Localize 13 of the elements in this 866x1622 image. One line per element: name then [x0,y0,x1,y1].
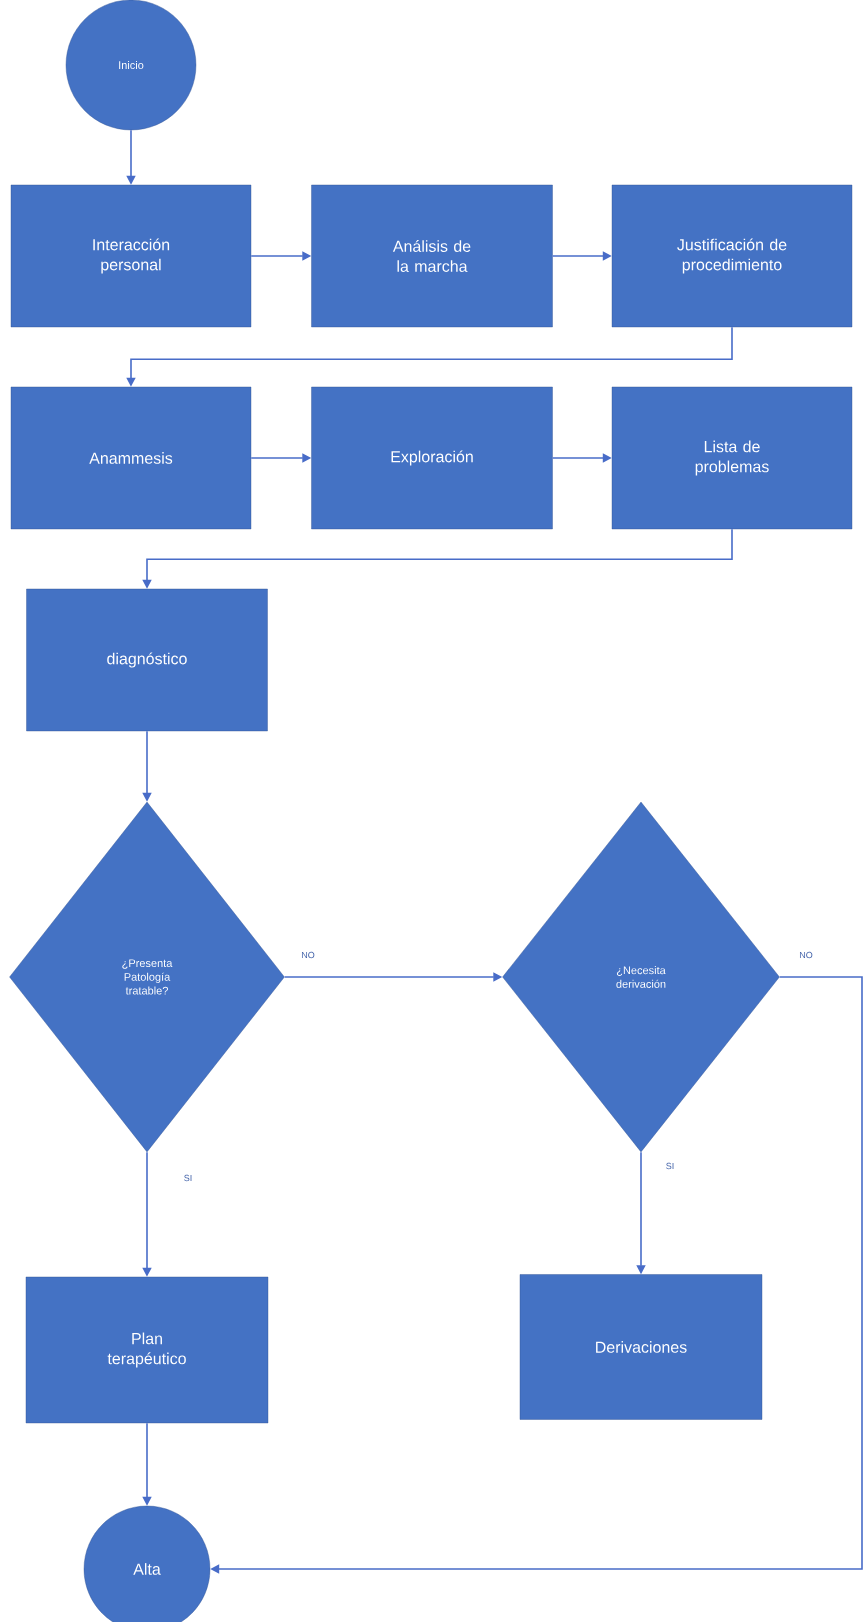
process-box: Análisis de la marcha [311,184,553,328]
edge-label: SI [182,1173,194,1183]
process-box: Interacción personal [10,184,252,328]
process-box: Anammesis [10,386,252,530]
process-box: Justificación de procedimiento [611,184,853,328]
edge-label: SI [664,1161,676,1171]
edge-label: NO [300,950,316,960]
process-box: Exploración [311,386,553,530]
process-box: Lista de problemas [611,386,853,530]
process-box: Plan terapéutico [25,1276,269,1424]
process-box: Derivaciones [519,1274,763,1420]
process-box: diagnóstico [26,588,268,732]
edge-label: NO [798,950,814,960]
